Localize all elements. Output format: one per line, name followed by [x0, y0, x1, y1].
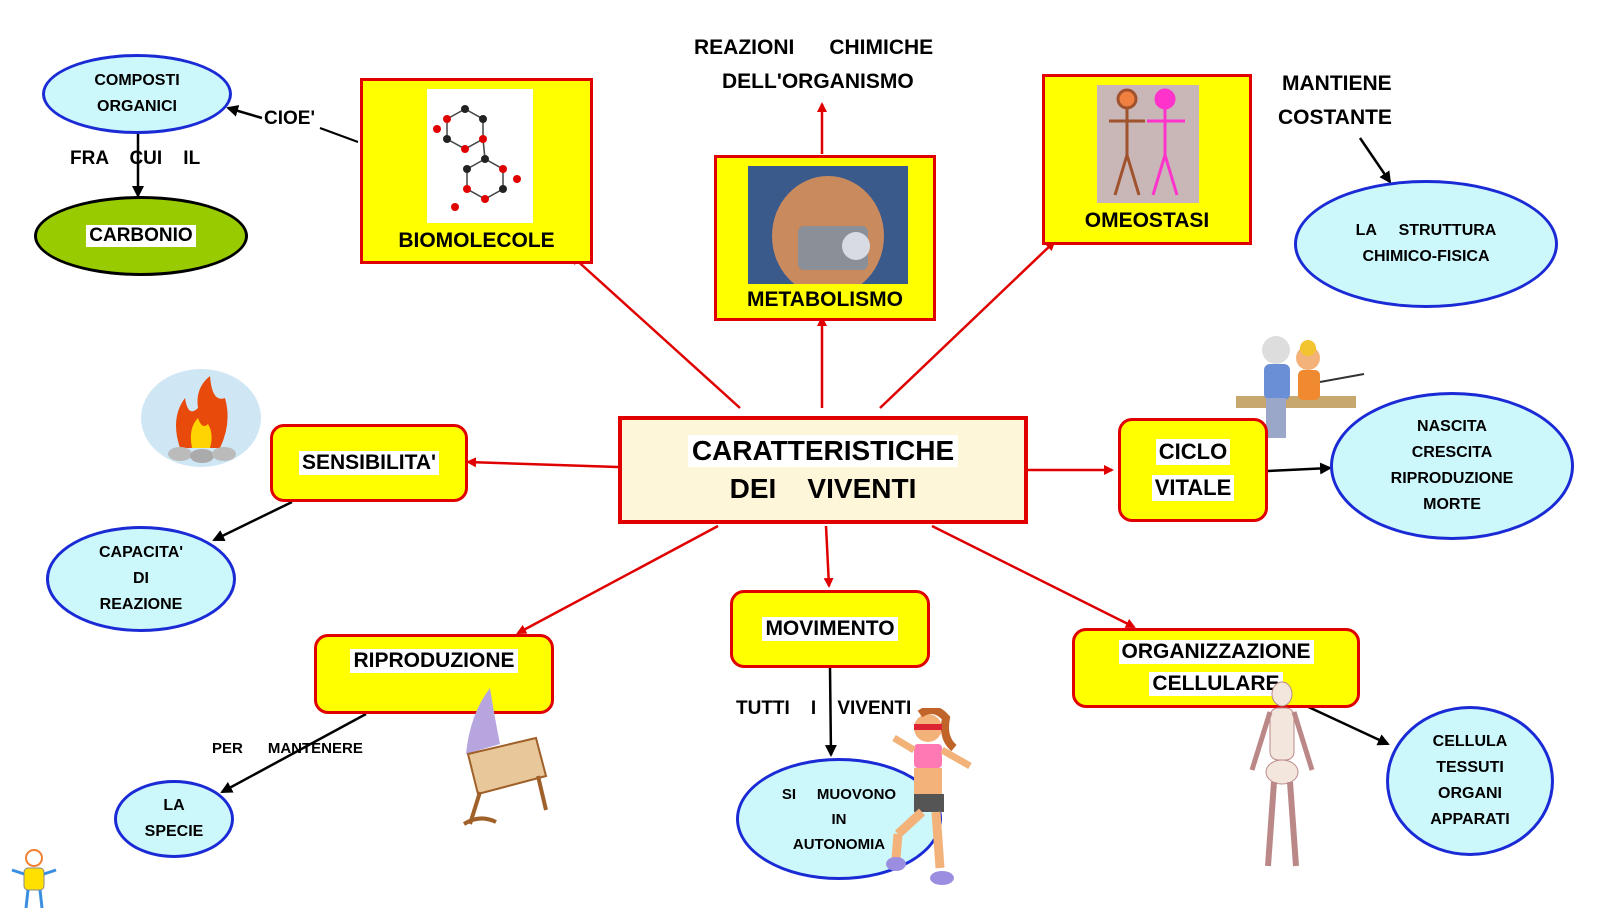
- mantiene-label-line1: MANTIENE: [1282, 72, 1392, 95]
- mantiene-label-line2: COSTANTE: [1278, 106, 1392, 129]
- carbonio-oval: CARBONIO: [34, 196, 248, 276]
- arrow-to-riproduzione: [516, 524, 719, 635]
- muovono-line1: SI MUOVONO: [781, 785, 897, 803]
- cellula-line1: CELLULA: [1432, 733, 1508, 750]
- carbonio-label: CARBONIO: [86, 225, 196, 247]
- capacita-line2: DI: [133, 570, 149, 587]
- tutti-viventi-label: TUTTI I VIVENTI: [736, 698, 912, 719]
- ciclo-vitale-line2: VITALE: [1151, 475, 1235, 501]
- capacita-line1: CAPACITA': [98, 544, 184, 561]
- molecule-image: [427, 89, 533, 223]
- arrow-cioe-composti: [226, 105, 263, 120]
- sensibilita-label: SENSIBILITA': [298, 451, 440, 475]
- arrow-sensibilita-capacita: [212, 500, 293, 542]
- fra-cui-label: FRA CUI IL: [70, 148, 201, 169]
- ciclo-line4: MORTE: [1423, 496, 1481, 513]
- ciclo-vitale-line1: CICLO: [1155, 439, 1231, 465]
- movimento-node: MOVIMENTO: [730, 590, 930, 668]
- struttura-line1: LA STRUTTURA: [1355, 222, 1497, 239]
- body-figures-image: [1097, 85, 1199, 203]
- metabolismo-label: METABOLISMO: [747, 288, 903, 311]
- specie-line1: LA: [163, 797, 185, 814]
- center-title-line2: DEI VIVENTI: [729, 473, 917, 504]
- riproduzione-label: RIPRODUZIONE: [350, 649, 518, 673]
- arrow-organizzazione-cellula: [1301, 702, 1390, 746]
- arrow-ciclo-oval: [1267, 462, 1332, 475]
- composti-line1: COMPOSTI: [94, 72, 180, 89]
- capacita-oval: CAPACITA' DI REAZIONE: [46, 526, 236, 632]
- biomolecole-node: BIOMOLECOLE: [360, 78, 593, 264]
- cioe-label: CIOE': [264, 108, 315, 129]
- omeostasi-label: OMEOSTASI: [1084, 209, 1210, 232]
- sensibilita-node: SENSIBILITA': [270, 424, 468, 502]
- center-node: CARATTERISTICHE DEI VIVENTI: [618, 416, 1028, 524]
- arrow-movimento-muovono: [824, 667, 837, 757]
- arrow-to-sensibilita: [466, 457, 619, 469]
- reazioni-label-line1: REAZIONI CHIMICHE: [694, 36, 934, 59]
- arrow-to-movimento: [823, 525, 834, 588]
- arrow-riproduzione-specie: [220, 712, 367, 794]
- per-mantenere-label: PER MANTENERE: [212, 740, 363, 757]
- metabolismo-node: METABOLISMO: [714, 155, 936, 321]
- biomolecole-label: BIOMOLECOLE: [398, 229, 555, 252]
- campfire-image: [141, 369, 261, 467]
- arrow-to-omeostasi: [879, 240, 1056, 409]
- ciclo-line1: NASCITA: [1417, 418, 1487, 435]
- cellula-oval: CELLULA TESSUTI ORGANI APPARATI: [1386, 706, 1554, 856]
- muovono-line2: IN: [831, 810, 847, 828]
- arrow-to-biomolecole: [570, 254, 741, 409]
- center-title-line1: CARATTERISTICHE: [687, 435, 959, 467]
- organizzazione-node: ORGANIZZAZIONE CELLULARE: [1072, 628, 1360, 708]
- arrow-mantiene-struttura: [1358, 137, 1392, 184]
- cellula-line4: APPARATI: [1430, 811, 1510, 828]
- specie-line2: SPECIE: [144, 823, 204, 840]
- cellula-line3: ORGANI: [1438, 785, 1502, 802]
- organizzazione-line2: CELLULARE: [1149, 672, 1283, 696]
- grandparent-child-image: [1236, 336, 1365, 438]
- mascot-image: [11, 849, 57, 909]
- torso-engine-image: [748, 166, 908, 284]
- ciclo-line2: CRESCITA: [1411, 444, 1493, 461]
- cellula-line2: TESSUTI: [1436, 759, 1504, 776]
- struttura-line2: CHIMICO-FISICA: [1362, 248, 1490, 265]
- specie-oval: LA SPECIE: [114, 780, 234, 858]
- struttura-oval: LA STRUTTURA CHIMICO-FISICA: [1294, 180, 1558, 308]
- skeleton-image: [1249, 681, 1315, 867]
- riproduzione-node: RIPRODUZIONE: [314, 634, 554, 714]
- muovono-line3: AUTONOMIA: [792, 835, 886, 853]
- aerobics-girl-image: [886, 708, 972, 885]
- arrow-to-organizzazione: [931, 524, 1136, 629]
- reazioni-label-line2: DELL'ORGANISMO: [722, 70, 914, 93]
- movimento-label: MOVIMENTO: [762, 617, 898, 641]
- ciclo-vitale-node: CICLO VITALE: [1118, 418, 1268, 522]
- composti-line2: ORGANICI: [97, 98, 177, 115]
- composti-oval: COMPOSTI ORGANICI: [42, 54, 232, 134]
- omeostasi-node: OMEOSTASI: [1042, 74, 1252, 245]
- ciclo-oval: NASCITA CRESCITA RIPRODUZIONE MORTE: [1330, 392, 1574, 540]
- organizzazione-line1: ORGANIZZAZIONE: [1118, 640, 1314, 664]
- cradle-image: [462, 688, 548, 826]
- line-biomolecole-cioe: [319, 127, 359, 143]
- capacita-line3: REAZIONE: [99, 596, 183, 613]
- ciclo-line3: RIPRODUZIONE: [1390, 470, 1514, 487]
